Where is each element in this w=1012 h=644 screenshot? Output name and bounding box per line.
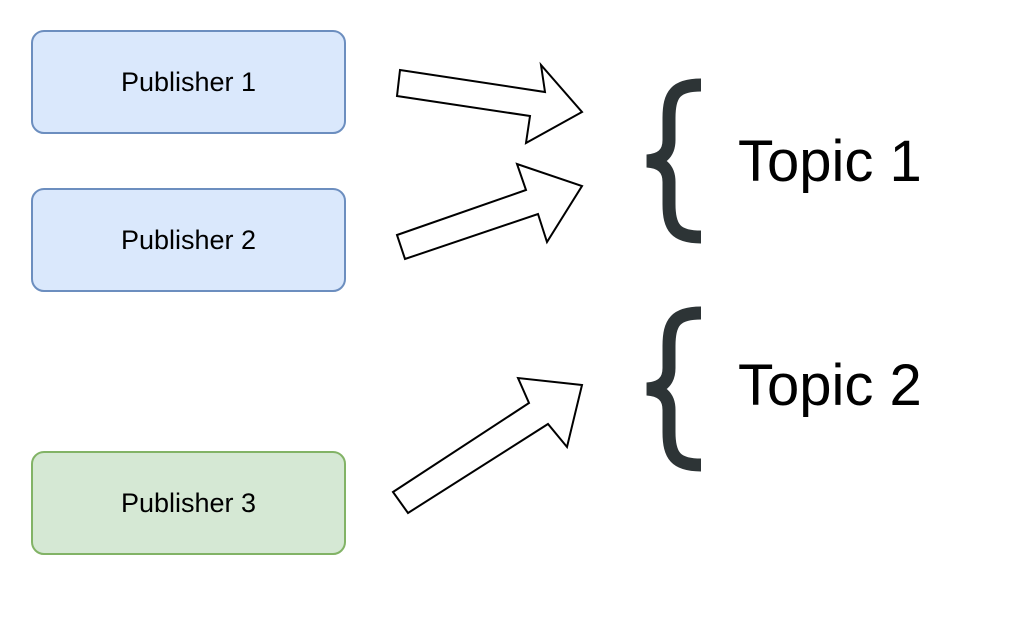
publisher-1-label: Publisher 1 [120, 66, 257, 97]
topic-2-label: Topic 2 [738, 353, 922, 418]
publisher-3-label: Publisher 3 [120, 487, 257, 518]
publisher-3-box: Publisher 3 [31, 451, 346, 555]
topic-1-brace [646, 78, 702, 244]
publisher-1-box: Publisher 1 [31, 30, 346, 134]
topic-2-brace [646, 306, 702, 472]
arrow-publisher-3-to-topic-2 [391, 376, 584, 515]
publisher-2-label: Publisher 2 [120, 224, 257, 255]
arrow-publisher-1-to-topic-1 [395, 61, 584, 145]
arrow-publisher-2-to-topic-1 [395, 162, 584, 261]
publisher-2-box: Publisher 2 [31, 188, 346, 292]
topic-1-label: Topic 1 [738, 129, 922, 194]
